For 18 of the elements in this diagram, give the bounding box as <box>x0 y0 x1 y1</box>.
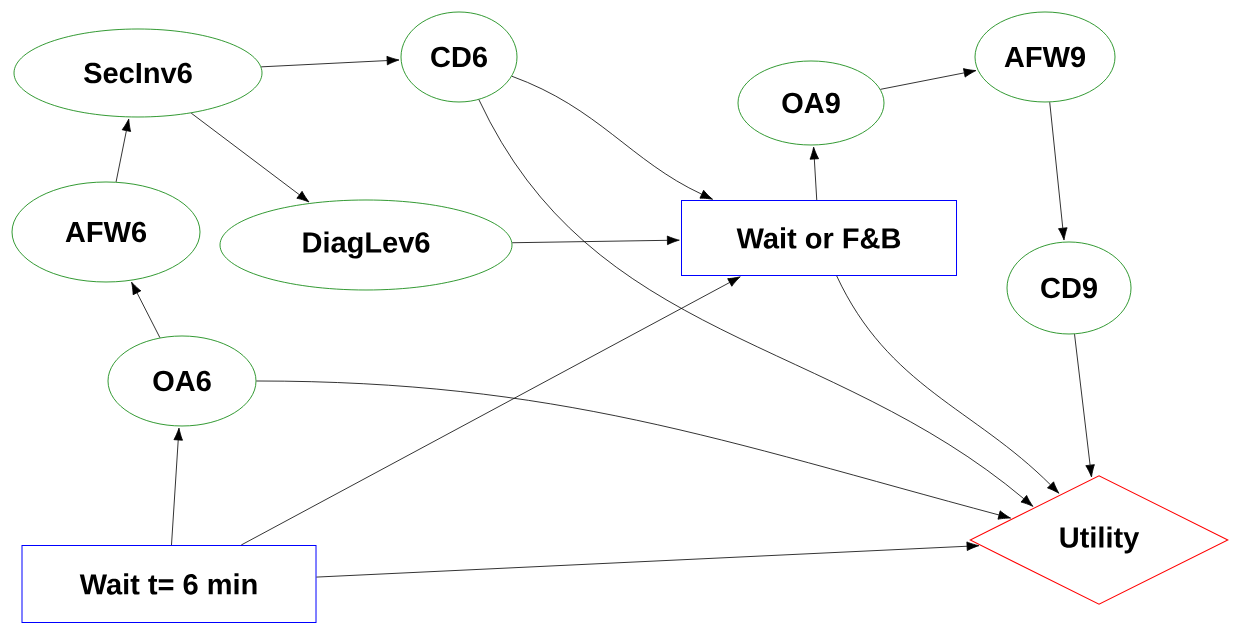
arrow <box>836 275 1060 494</box>
arrow <box>316 541 980 578</box>
arrow <box>511 75 713 200</box>
arrow <box>260 55 400 68</box>
decision-box: Wait t= 6 min <box>21 545 317 623</box>
decision-box: Wait or F&B <box>681 200 957 276</box>
arrow <box>190 112 310 203</box>
arrow <box>171 427 183 546</box>
arrow <box>511 235 680 246</box>
arrow <box>809 146 820 201</box>
arrow <box>240 276 741 546</box>
arrow <box>115 118 132 183</box>
arrow <box>131 281 161 339</box>
arrow <box>478 99 1034 507</box>
arrow <box>880 68 977 90</box>
arrow <box>1049 101 1068 241</box>
arrow <box>1074 333 1095 478</box>
arrow <box>256 380 1011 520</box>
